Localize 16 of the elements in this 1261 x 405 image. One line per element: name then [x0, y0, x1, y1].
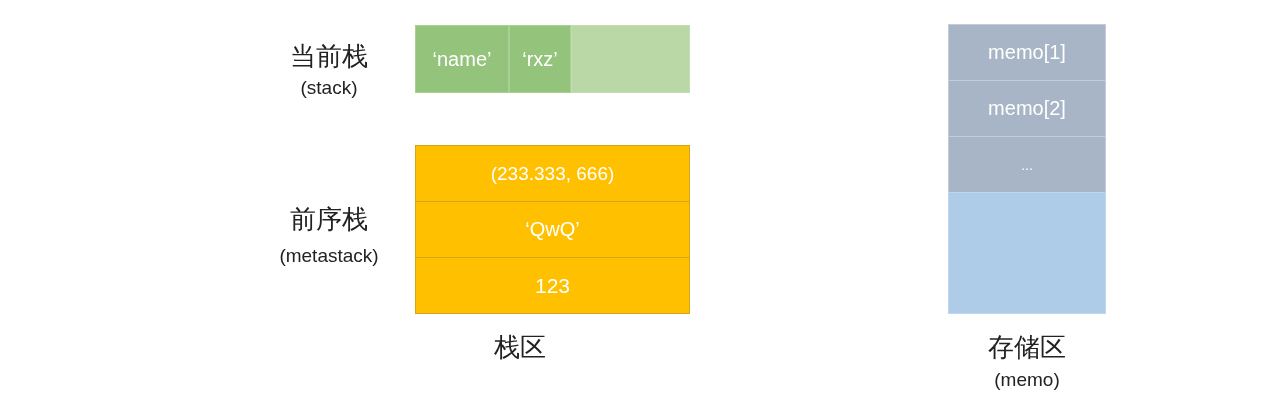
stack-free-space	[571, 25, 690, 93]
section-title: 栈区	[494, 333, 546, 362]
stack-cell: ‘name’	[415, 25, 509, 93]
section-title: 前序栈	[290, 205, 368, 234]
section-title: 当前栈	[290, 42, 368, 71]
memo-cell: memo[2]	[948, 80, 1106, 137]
section-subtitle: (metastack)	[279, 246, 379, 267]
metastack-cell: 123	[415, 257, 690, 314]
section-subtitle: (stack)	[300, 78, 358, 99]
memo-cell: memo[1]	[948, 24, 1106, 81]
memo-cell: ...	[948, 136, 1106, 193]
stack-cell: ‘rxz’	[509, 25, 571, 93]
section-subtitle: (memo)	[994, 370, 1060, 391]
metastack-cell: ‘QwQ’	[415, 201, 690, 258]
metastack-cell: (233.333, 666)	[415, 145, 690, 202]
memo-free-space	[948, 192, 1106, 314]
